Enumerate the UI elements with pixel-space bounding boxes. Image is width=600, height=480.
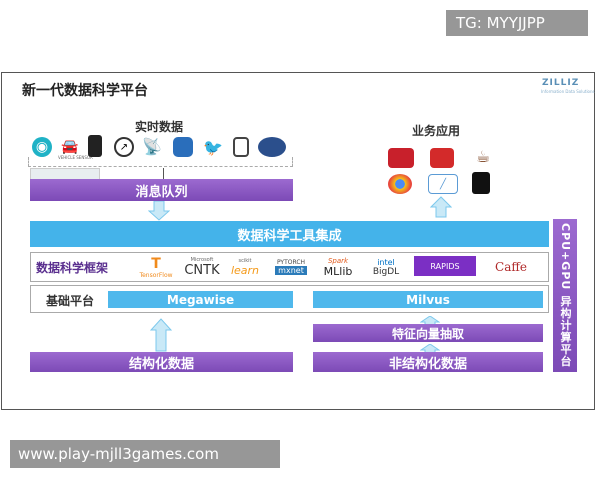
framework-label: 数据科学框架 [36,261,109,275]
sklearn-icon: scikit learn [230,257,260,277]
rails-icon [388,148,414,168]
tablet-icon [472,172,490,194]
watermark-bottom: www.play-mjll3games.com [10,440,280,468]
twitter-icon: 🐦 [203,137,223,157]
tool-integration-bar: 数据科学工具集成 [30,221,549,247]
globe-icon [258,137,286,157]
realtime-bracket [28,157,293,167]
phone-icon [88,135,102,157]
chart-icon: ╱ [428,174,458,194]
scala-icon [430,148,454,168]
vehicle-sensor-label: VEHICLE SENSOR [58,155,93,160]
watermark-top: TG: MYYJJPP [446,10,588,36]
intel-icon: intel BigDL [372,257,400,277]
antenna-icon: 📡 [142,136,162,156]
car-icon: 🚘 [61,139,79,155]
realtime-label: 实时数据 [135,120,184,134]
rapids-logo: RAPIDS [414,256,476,276]
structured-data-bar: 结构化数据 [30,352,293,372]
unstructured-data-bar: 非结构化数据 [313,352,543,372]
apps-up-arrow [429,196,453,218]
milvus-bar: Milvus [313,291,543,308]
document-icon [233,137,249,157]
brand-logo: ZILLIZ [542,78,580,88]
sensor-icon: ◉ [32,137,52,157]
base-platform-label: 基础平台 [46,294,95,308]
caffe-logo: Caffe [495,260,527,274]
tensorflow-icon: T TensorFlow [139,255,173,279]
database-icon [173,137,193,157]
realtime-down-arrow [163,168,164,180]
feature-vector-bar: 特征向量抽取 [313,324,543,342]
chrome-icon [388,174,412,194]
heterogeneous-compute-bar: CPU+GPU 异构计算平台 [553,219,577,372]
message-queue-bar: 消息队列 [30,179,293,201]
diagram-title: 新一代数据科学平台 [22,83,148,99]
cntk-logo: Microsoft CNTK [184,256,220,278]
java-icon: ☕ [475,146,491,166]
queue-down-arrow [147,200,171,221]
brand-subtitle: Information Data Solutions [541,89,595,94]
spark-icon: Spark MLlib [323,256,353,278]
megawise-up-arrow [149,318,173,352]
mxnet-icon: PYTORCH mxnet [275,259,307,275]
gauge-icon: ↗ [114,137,134,157]
megawise-bar: Megawise [108,291,293,308]
business-label: 业务应用 [412,124,461,138]
